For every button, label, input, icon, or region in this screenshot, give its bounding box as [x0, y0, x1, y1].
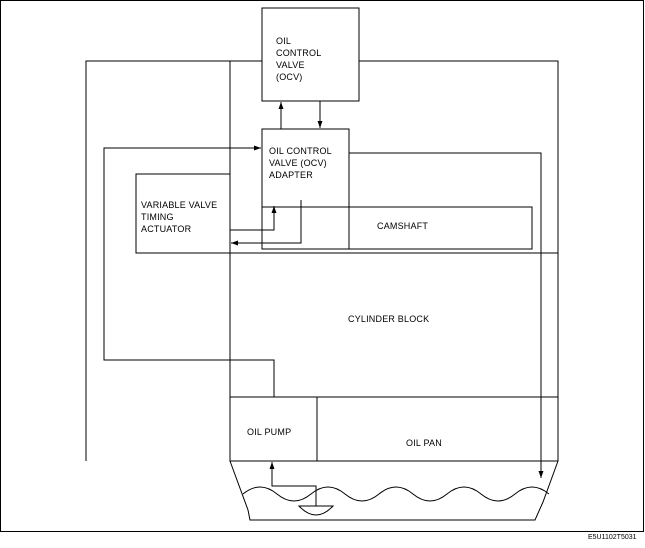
drain-line-arrow	[349, 152, 544, 478]
cylinder-head-outline	[85, 60, 559, 462]
oil-strainer	[297, 505, 335, 516]
actuator-return-arrow	[231, 200, 302, 246]
cylinder-block-label: CYLINDER BLOCK	[348, 314, 430, 324]
oil-pump-label: OIL PUMP	[247, 427, 292, 437]
ocv-box	[261, 7, 360, 102]
camshaft-label: CAMSHAFT	[377, 221, 429, 231]
actuator-feed-arrow	[230, 206, 277, 231]
vvt-actuator-box	[135, 173, 231, 254]
figure-border	[0, 0, 644, 532]
ocv-adapter-label: OIL CONTROL VALVE (OCV) ADAPTER	[269, 146, 332, 180]
supply-line-arrow	[103, 145, 275, 397]
vvt-actuator-label: VARIABLE VALVE TIMING ACTUATOR	[141, 200, 218, 234]
pickup-line-arrow	[269, 462, 317, 506]
oil-pan-label: OIL PAN	[406, 438, 442, 448]
figure-code: E5U1102T5031	[588, 534, 637, 541]
oil-pan-outline	[229, 460, 559, 521]
oil-surface-wave	[242, 486, 550, 502]
camshaft-box	[261, 206, 533, 250]
ocv-label: OIL CONTROL VALVE (OCV)	[276, 36, 322, 82]
